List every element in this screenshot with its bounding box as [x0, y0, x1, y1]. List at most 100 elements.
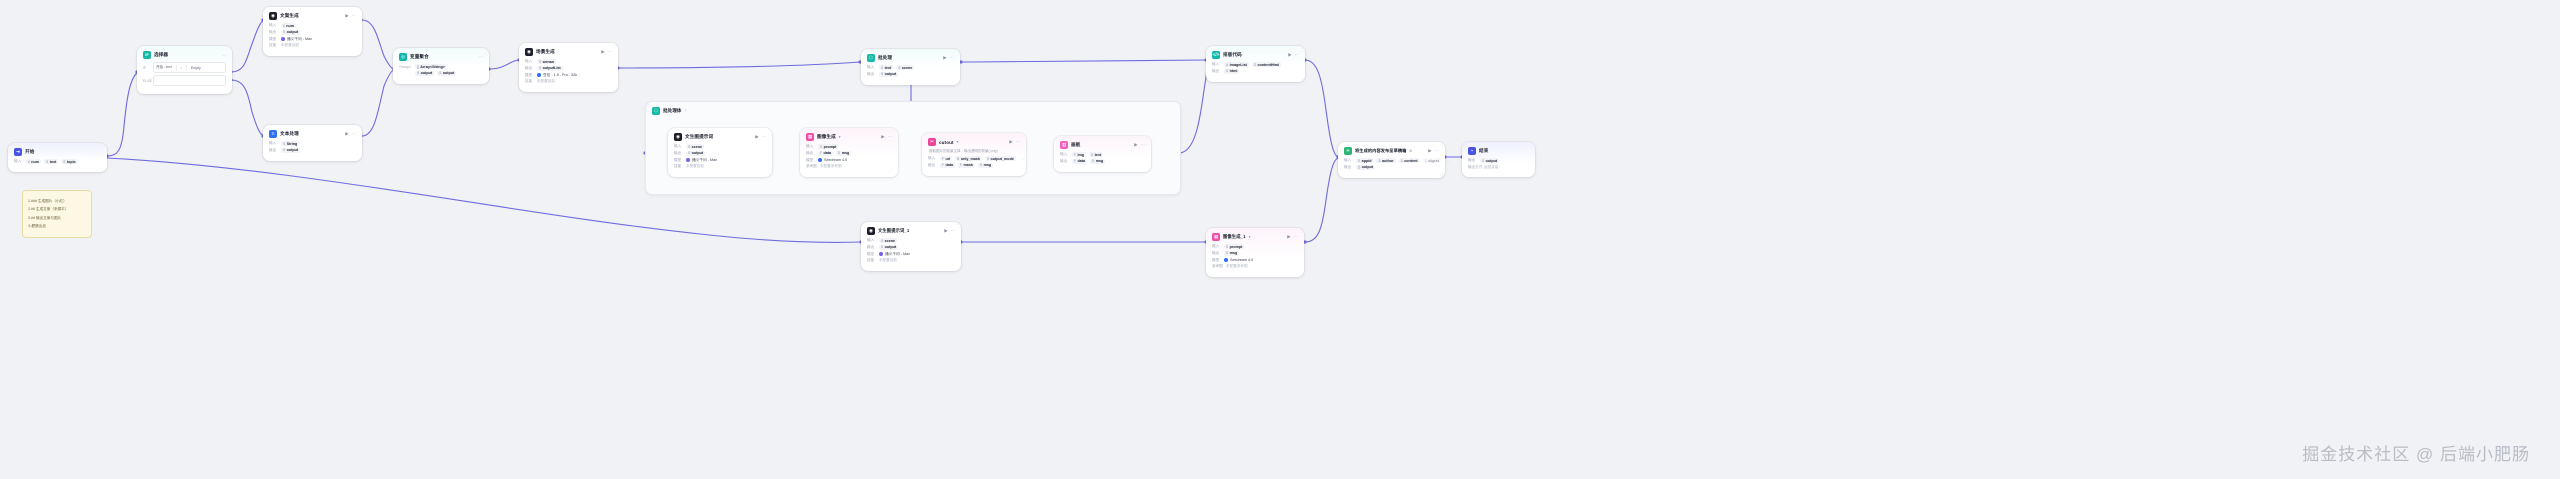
else-label: ELSE	[143, 78, 152, 83]
more-menu-icon[interactable]: ···	[949, 54, 954, 60]
node-layout-code[interactable]: </> 排版代码 ▶ ··· 输入 A imageList S contentH…	[1206, 46, 1305, 82]
more-menu-icon[interactable]: ···	[351, 12, 356, 18]
param-name: img	[1077, 152, 1085, 157]
node-selector[interactable]: IF 选择器 ... IF 开始 - text = Empty ELSE	[137, 46, 232, 94]
param-name: scene	[691, 144, 703, 149]
node-header: </> 排版代码 ▶ ···	[1212, 51, 1299, 59]
run-icon[interactable]: ▶	[1287, 233, 1291, 239]
node-title: 开始	[25, 149, 35, 154]
node-end[interactable]: ▪ 结束 输出 S output 输出方式 返回变量	[1462, 142, 1535, 178]
more-params-icon[interactable]: ...	[1021, 156, 1026, 161]
param-chip: F url	[940, 156, 953, 162]
param-name: msg	[983, 163, 992, 168]
input-label: 输入	[928, 156, 936, 161]
chevron-down-icon[interactable]: ▾	[1248, 235, 1251, 239]
condition-expression[interactable]: 开始 - text = Empty	[153, 62, 226, 73]
run-icon[interactable]: ▶	[943, 54, 947, 60]
node-scene-generation[interactable]: ◉ 场景生成 ▶ ··· 输入 S wenan 输出 S outputList …	[519, 43, 618, 92]
more-menu-icon[interactable]: ···	[1294, 51, 1299, 57]
run-icon[interactable]: ▶	[1428, 147, 1432, 153]
param-chip: S text	[44, 159, 59, 165]
reference-value: 未配置参考图	[820, 164, 842, 169]
model-logo-icon	[537, 73, 541, 78]
condition-right: Empty	[190, 65, 201, 70]
node-batch[interactable]: ⬡ 批处理 ▶ ··· 输入 S text S scene 输出 S outpu…	[861, 49, 960, 85]
node-variable-aggregate[interactable]: ◎ 变量聚合 ··· Group1 [] Array<String> S out…	[393, 48, 489, 84]
more-menu-icon[interactable]: ···	[887, 133, 892, 139]
run-icon[interactable]: ▶	[1134, 141, 1138, 147]
run-icon[interactable]: ▶	[345, 130, 349, 136]
node-board[interactable]: ▥ 画板 ▶ ··· 输入 F img S text 输出 F data S	[1054, 136, 1151, 172]
skill-value: 未配置技能	[879, 258, 897, 263]
chevron-down-icon[interactable]: ▾	[838, 135, 841, 139]
run-icon[interactable]: ▶	[881, 133, 885, 139]
node-cutout[interactable]: ✂ cutout ▾ ▶ ··· 抠取图片的前景主体，输出透明的背景(.png)…	[922, 133, 1026, 176]
node-image-generation-1[interactable]: ▦ 图像生成_1 ▾ ▶ ··· 输入 S prompt 输出 S msg 模型	[1206, 228, 1304, 277]
model-row: 模型 豆包 - 1.5 - Pro - 32k	[525, 73, 612, 78]
param-name: msg	[1095, 159, 1104, 164]
run-icon[interactable]: ▶	[601, 48, 605, 54]
more-menu-icon[interactable]: ···	[478, 53, 483, 59]
param-chip: A imageList	[1224, 62, 1249, 68]
node-copywriting[interactable]: ◉ 文案生成 ▶ ··· 输入 # num 输出 S output 模型 通义千…	[263, 7, 362, 56]
run-icon[interactable]: ▶	[755, 133, 759, 139]
node-title: 文本处理	[280, 131, 299, 136]
llm-icon: ◉	[269, 12, 277, 20]
node-t2i-prompt[interactable]: ◉ 文生图提示词 ▶ ··· 输入 S scene 输出 S output 模型…	[668, 128, 772, 177]
node-image-generation[interactable]: ▦ 图像生成 ▾ ▶ ··· 输入 S prompt 输出 F data S m…	[800, 128, 898, 177]
input-row: 输入 S wenan	[525, 59, 612, 65]
param-type: S	[1482, 158, 1485, 163]
more-menu-icon[interactable]: ···	[351, 130, 356, 136]
param-name: prompt	[1229, 244, 1243, 249]
param-name: output	[286, 30, 299, 35]
more-menu-icon[interactable]: ···	[761, 133, 766, 139]
sticky-note[interactable]: 1.### 生成图片（小红） 2.## 生成文案（来源平） 3.## 输出文案与…	[22, 190, 92, 238]
node-title: 排版代码	[1223, 52, 1242, 57]
more-menu-icon[interactable]: ···	[607, 48, 612, 54]
else-branch-box[interactable]	[153, 75, 226, 86]
skill-row: 技能 未配置技能	[269, 43, 356, 48]
model-row: 模型 通义千问 - Max	[674, 158, 766, 163]
more-menu-icon[interactable]: ···	[1015, 138, 1020, 144]
run-icon[interactable]: ▶	[1288, 51, 1292, 57]
run-icon[interactable]: ▶	[345, 12, 349, 18]
run-icon[interactable]: ▶	[1009, 138, 1013, 144]
node-t2i-prompt-1[interactable]: ◉ 文生图提示词_1 ▶ ··· 输入 S scene 输出 S output …	[861, 222, 961, 271]
param-name: wenan	[542, 59, 555, 64]
node-start[interactable]: ⇥ 开始 输入 # num S text S topic	[8, 143, 107, 172]
node-text-process[interactable]: ≡ 文本处理 ▶ ··· 输入 S String 输出 S output	[263, 125, 362, 161]
param-chip: # num	[26, 159, 42, 165]
more-menu-icon[interactable]: ···	[1434, 147, 1439, 153]
chevron-down-icon[interactable]: ▾	[956, 140, 959, 144]
more-menu-icon[interactable]: ...	[222, 51, 226, 57]
output-row: 输出 S output	[867, 71, 954, 77]
more-menu-icon[interactable]: ···	[1140, 141, 1145, 147]
more-params-icon[interactable]: ...	[1447, 158, 1451, 163]
batch-icon: ⬡	[652, 107, 660, 115]
param-chip: S output	[879, 244, 899, 250]
run-icon[interactable]: ▶	[944, 227, 948, 233]
param-name: contentHtml	[1257, 62, 1280, 67]
more-menu-icon[interactable]: ···	[1293, 233, 1298, 239]
output-label: 输出	[1468, 158, 1476, 163]
param-type: []	[417, 64, 419, 69]
more-menu-icon[interactable]: ···	[950, 227, 955, 233]
node-publish-draft[interactable]: ✈ 将生成的内容发布至草稿箱 ⊞ ▶ ··· 输入 S appid S auth…	[1338, 142, 1450, 178]
param-type: S	[439, 71, 442, 76]
param-type: S	[46, 159, 49, 164]
help-icon[interactable]: ?	[684, 109, 687, 113]
node-title: 场景生成	[536, 49, 555, 54]
plugin-icon: ⊞	[1409, 149, 1413, 153]
model-logo-icon	[879, 252, 883, 257]
param-chip: F mask	[958, 162, 975, 168]
model-row: 模型 Seedream 4.0	[806, 158, 892, 163]
node-header: ⇥ 开始	[14, 148, 101, 156]
param-chip: S output	[437, 70, 457, 76]
param-name: String	[286, 141, 298, 146]
param-chip: S msg	[1224, 250, 1240, 256]
input-label: 输入	[14, 159, 22, 164]
param-type: F	[942, 156, 944, 161]
param-type: S	[1091, 152, 1094, 157]
input-row: 输入 S scene	[674, 144, 766, 150]
